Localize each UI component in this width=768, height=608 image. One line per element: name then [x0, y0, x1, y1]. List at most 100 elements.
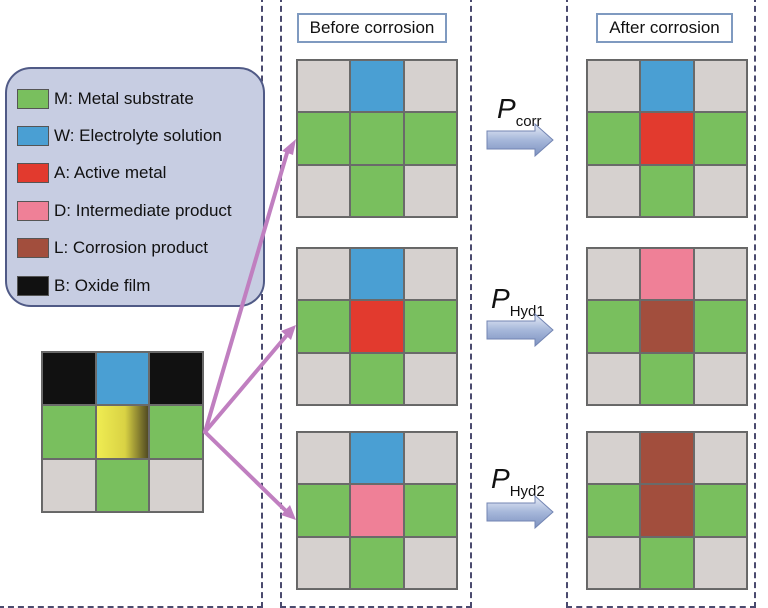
legend-label: M: Metal substrate [54, 89, 194, 108]
cell-empty [297, 248, 351, 301]
cell-empty [587, 432, 641, 485]
arrow-to-before-3 [203, 430, 287, 512]
cell-empty [587, 164, 641, 217]
cell-empty [693, 352, 747, 405]
cell-metal [149, 405, 203, 459]
legend-label: L: Corrosion product [54, 238, 209, 257]
cell-empty [693, 248, 747, 301]
cell-oxide-film [149, 352, 203, 406]
cell-empty [693, 164, 747, 217]
cell-intermediate [350, 484, 404, 537]
cell-empty [297, 164, 351, 217]
cell-empty [403, 60, 457, 113]
cell-empty [297, 536, 351, 589]
cell-metal [693, 484, 747, 537]
legend-label: B: Oxide film [54, 276, 151, 295]
cell-metal [587, 484, 641, 537]
cell-metal [297, 300, 351, 353]
block-arrow-3 [486, 494, 554, 530]
cell-metal [95, 458, 150, 512]
after-grid-2 [586, 247, 748, 406]
cell-empty [693, 432, 747, 485]
cell-empty [693, 536, 747, 589]
after-grid-1 [586, 59, 748, 218]
cell-metal [350, 352, 404, 405]
cell-metal [403, 484, 457, 537]
cell-metal [587, 112, 641, 165]
cell-electrolyte [350, 432, 404, 485]
arrow-to-before-1 [203, 151, 289, 434]
arrow-to-before-2 [203, 333, 289, 434]
cell-metal [640, 536, 694, 589]
cell-active-metal [640, 112, 694, 165]
p-main: P [491, 283, 510, 314]
cell-metal [403, 300, 457, 353]
legend-item-corrosion-product: L: Corrosion product [17, 237, 267, 261]
before-corrosion-header: Before corrosion [297, 13, 447, 43]
legend-swatch [17, 201, 49, 221]
cell-metal [640, 352, 694, 405]
cell-metal [297, 112, 351, 165]
transition-arrows [203, 139, 296, 520]
arrow-head-3 [281, 505, 296, 520]
block-arrow-2 [486, 312, 554, 348]
cell-metal [42, 405, 96, 459]
cell-empty [693, 60, 747, 113]
arrow-head-1 [282, 139, 296, 155]
after-corrosion-header: After corrosion [596, 13, 733, 43]
legend-swatch [17, 163, 49, 183]
cell-electrolyte [350, 60, 404, 113]
cell-empty [403, 352, 457, 405]
legend-swatch [17, 89, 49, 109]
legend-item-active-metal: A: Active metal [17, 162, 267, 186]
cell-electrolyte [95, 352, 150, 406]
before-grid-2 [296, 247, 458, 406]
cell-empty [403, 432, 457, 485]
cell-active-metal [350, 300, 404, 353]
cell-metal [297, 484, 351, 537]
cell-metal [640, 164, 694, 217]
cell-corrosion-product [640, 484, 694, 537]
p-main: P [491, 463, 510, 494]
legend-label: W: Electrolyte solution [54, 126, 222, 145]
cell-highlight [95, 405, 150, 459]
cell-empty [403, 248, 457, 301]
legend-label: D: Intermediate product [54, 201, 232, 220]
cell-empty [587, 60, 641, 113]
cell-empty [297, 432, 351, 485]
legend-item-electrolyte-solution: W: Electrolyte solution [17, 125, 267, 149]
p-hyd2-label: PHyd2 [491, 465, 545, 506]
legend-label: A: Active metal [54, 163, 167, 182]
cell-corrosion-product [640, 300, 694, 353]
cell-intermediate [640, 248, 694, 301]
cell-metal [587, 300, 641, 353]
cell-metal [350, 164, 404, 217]
cell-metal [693, 300, 747, 353]
block-arrow-1 [486, 122, 554, 158]
cell-electrolyte [640, 60, 694, 113]
cell-empty [587, 352, 641, 405]
block-arrows [486, 122, 554, 530]
legend-item-metal-substrate: M: Metal substrate [17, 88, 267, 112]
p-sub: Hyd2 [509, 483, 545, 500]
p-main: P [497, 93, 516, 124]
legend: M: Metal substrate W: Electrolyte soluti… [5, 67, 265, 307]
legend-swatch [17, 126, 49, 146]
cell-empty [297, 60, 351, 113]
cell-empty [587, 248, 641, 301]
before-grid-3 [296, 431, 458, 590]
cell-empty [587, 536, 641, 589]
cell-metal [350, 112, 404, 165]
cell-empty [403, 536, 457, 589]
after-grid-3 [586, 431, 748, 590]
legend-swatch [17, 276, 49, 296]
source-grid [41, 351, 204, 513]
before-grid-1 [296, 59, 458, 218]
cell-corrosion-product [640, 432, 694, 485]
legend-item-intermediate-product: D: Intermediate product [17, 200, 267, 224]
cell-metal [403, 112, 457, 165]
cell-metal [350, 536, 404, 589]
legend-swatch [17, 238, 49, 258]
cell-empty [297, 352, 351, 405]
